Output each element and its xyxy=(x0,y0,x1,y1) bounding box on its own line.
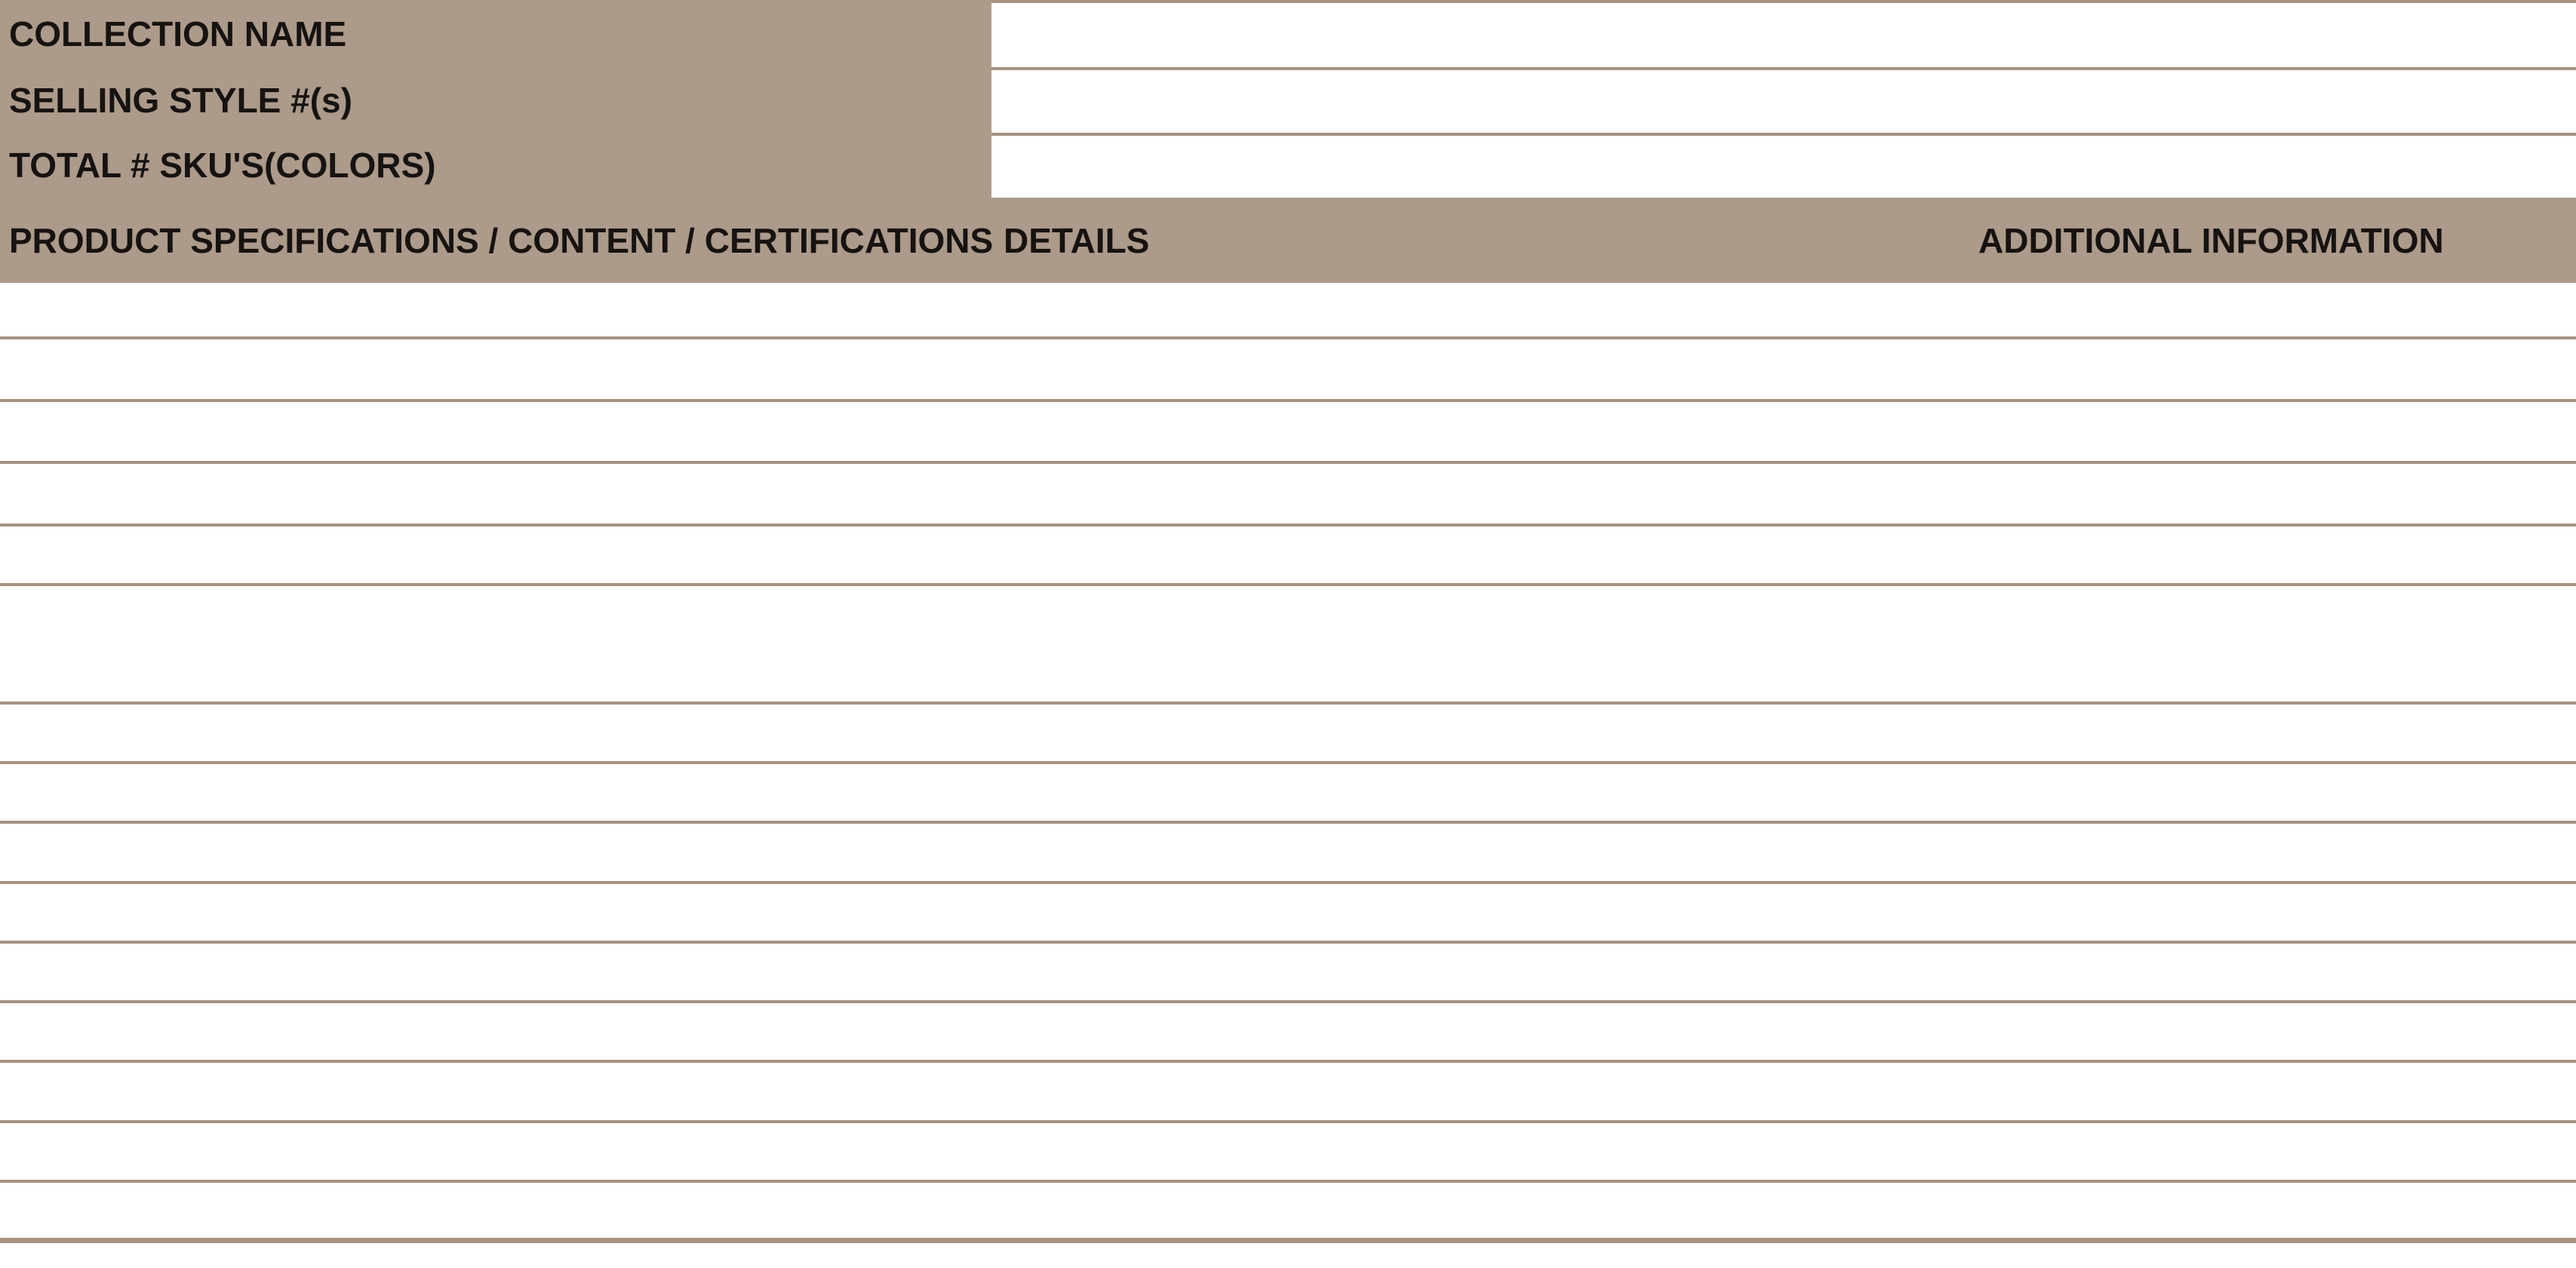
table-row[interactable] xyxy=(0,586,2576,705)
table-row[interactable] xyxy=(0,1063,2576,1123)
table-row[interactable] xyxy=(0,402,2576,464)
table-row[interactable] xyxy=(0,705,2576,764)
table-row[interactable] xyxy=(0,464,2576,527)
selling-style-input-cell[interactable] xyxy=(991,70,2576,136)
header-details: DETAILS xyxy=(1004,220,1150,260)
table-row[interactable] xyxy=(0,1003,2576,1063)
table-bottom-border xyxy=(0,1238,2576,1243)
collection-name-label: COLLECTION NAME xyxy=(9,14,347,54)
table-row[interactable] xyxy=(0,283,2576,339)
table-row[interactable] xyxy=(0,527,2576,586)
info-label-block xyxy=(0,0,991,283)
header-product-specifications: PRODUCT SPECIFICATIONS / CONTENT / CERTI… xyxy=(9,220,994,260)
header-additional-information: ADDITIONAL INFORMATION xyxy=(1978,220,2444,260)
collection-name-input-cell[interactable] xyxy=(991,0,2576,70)
table-row[interactable] xyxy=(0,824,2576,884)
table-row[interactable] xyxy=(0,339,2576,402)
total-skus-label: TOTAL # SKU'S(COLORS) xyxy=(9,146,436,185)
total-skus-input-cell[interactable] xyxy=(991,136,2576,198)
table-row[interactable] xyxy=(0,884,2576,944)
table-row[interactable] xyxy=(0,944,2576,1003)
table-row[interactable] xyxy=(0,1183,2576,1238)
table-row[interactable] xyxy=(0,1123,2576,1183)
selling-style-label: SELLING STYLE #(s) xyxy=(9,81,352,120)
table-row[interactable] xyxy=(0,764,2576,824)
table-header-band xyxy=(991,198,2576,283)
